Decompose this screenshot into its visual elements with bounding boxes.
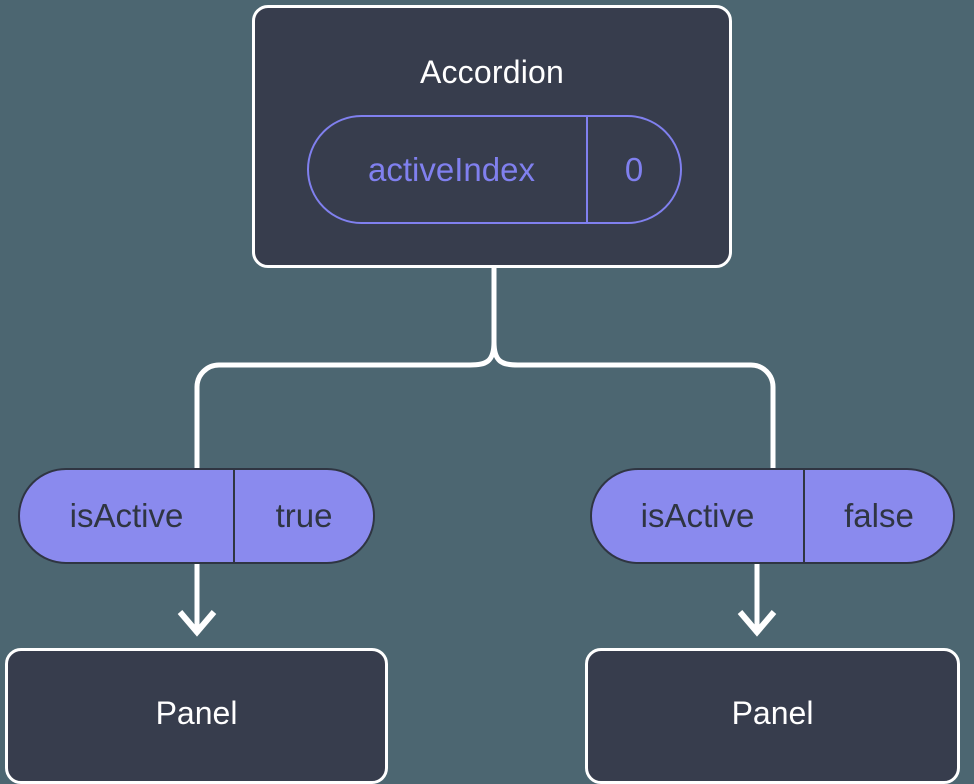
panel-left-title: Panel	[155, 695, 238, 731]
accordion-title: Accordion	[419, 54, 565, 90]
panel-right-title: Panel	[731, 695, 814, 731]
connector-fork-left	[194, 341, 497, 470]
prop-pill-left-key: isActive	[69, 497, 184, 534]
arrow-head-right-icon	[737, 610, 777, 637]
prop-pill-right-key: isActive	[640, 497, 755, 534]
accordion-node[interactable]: Accordion	[252, 5, 732, 268]
prop-pill-left[interactable]: isActive true	[18, 468, 375, 564]
prop-pill-right-value: false	[803, 470, 953, 562]
panel-node-right[interactable]: Panel	[585, 648, 960, 784]
prop-pill-left-value: true	[233, 470, 373, 562]
prop-pill-right[interactable]: isActive false	[590, 468, 955, 564]
connector-fork-right	[491, 341, 776, 470]
arrow-head-left-icon	[177, 610, 217, 637]
accordion-state-pill[interactable]: activeIndex 0	[307, 115, 682, 224]
accordion-state-value: 0	[586, 117, 680, 222]
panel-node-left[interactable]: Panel	[5, 648, 388, 784]
accordion-state-key: activeIndex	[368, 150, 535, 188]
